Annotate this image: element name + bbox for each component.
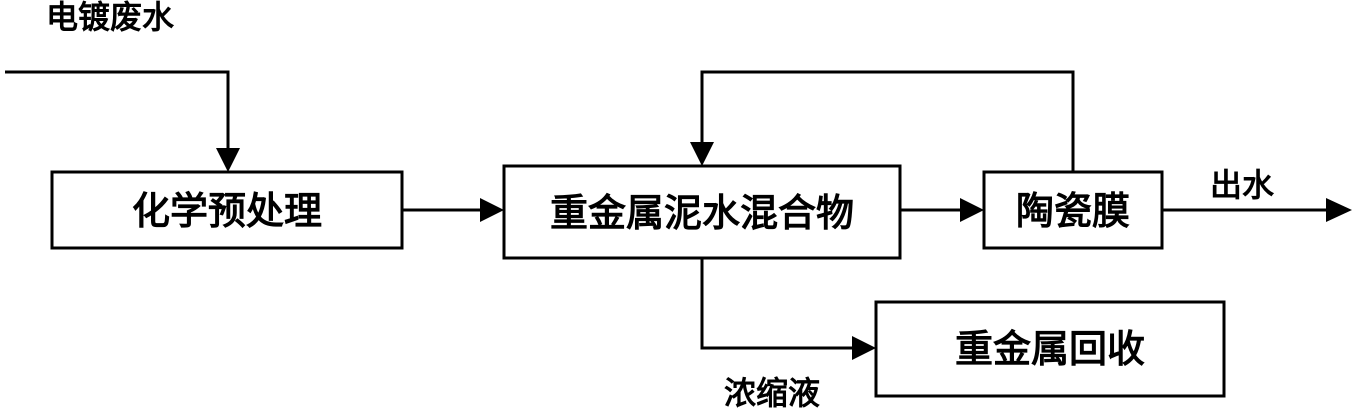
node-pretreatment: 化学预处理: [50, 170, 404, 250]
node-ceramic-membrane-box: [982, 170, 1164, 250]
recycle-arrowhead: [690, 142, 714, 166]
node-pretreatment-box: [50, 170, 404, 250]
outlet-label: 出水: [1210, 166, 1275, 204]
node-mixture-label: 重金属泥水混合物: [550, 191, 854, 235]
input-flow-line: [5, 70, 230, 150]
concentrate-flow-line: [700, 258, 854, 350]
node-mixture: 重金属泥水混合物: [502, 164, 902, 260]
node-pretreatment-label: 化学预处理: [132, 189, 322, 233]
recycle-flow-line: [700, 70, 1075, 172]
arrowhead-pretreatment-to-mixture: [480, 198, 504, 222]
node-ceramic-membrane: 陶瓷膜: [982, 170, 1164, 250]
input-label: 电镀废水: [46, 0, 175, 36]
node-recovery-box: [874, 300, 1226, 398]
node-ceramic-membrane-label: 陶瓷膜: [1016, 189, 1130, 233]
concentrate-label: 浓缩液: [724, 374, 820, 412]
outlet-arrowhead: [1326, 198, 1352, 222]
arrowhead-mixture-to-membrane: [960, 198, 984, 222]
node-mixture-box: [502, 164, 902, 260]
node-recovery: 重金属回收: [874, 300, 1226, 398]
input-arrowhead: [216, 148, 240, 172]
concentrate-arrowhead: [852, 336, 876, 360]
node-recovery-label: 重金属回收: [955, 327, 1145, 371]
